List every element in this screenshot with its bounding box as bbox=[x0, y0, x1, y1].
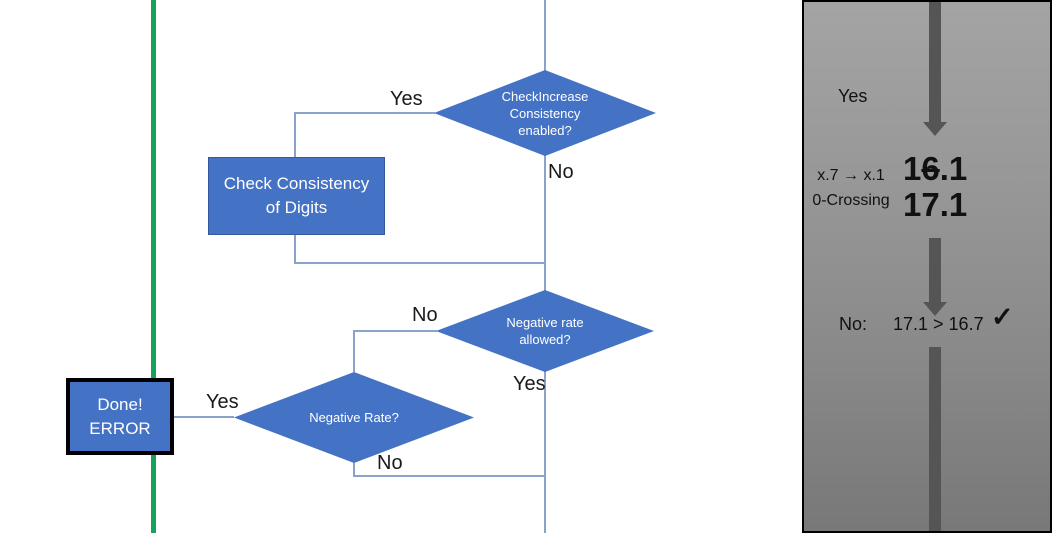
connector-down-to-process bbox=[294, 112, 296, 157]
label-yes-bottom: Yes bbox=[206, 391, 239, 413]
down-arrow-1-head-icon bbox=[923, 122, 947, 136]
value-comparison-block: 16.1 17.1 bbox=[903, 151, 967, 223]
old-value: 16.1 bbox=[903, 150, 968, 187]
new-value: 17.1 bbox=[903, 186, 968, 223]
terminal-done-error-box: Done! ERROR bbox=[66, 378, 174, 455]
connector-process-down bbox=[294, 235, 296, 264]
connector-down-to-negative-rate bbox=[353, 330, 355, 372]
down-arrow-2-shaft bbox=[929, 238, 941, 302]
terminal-done-error-text: Done! ERROR bbox=[89, 394, 151, 438]
connector-yes-to-done bbox=[174, 416, 234, 418]
down-arrow-1-shaft bbox=[929, 2, 941, 122]
decision-negative-rate: Negative Rate? bbox=[234, 372, 474, 463]
result-comparison: 17.1 > 16.7 bbox=[893, 314, 984, 334]
process-check-consistency-text: Check Consistency of Digits bbox=[223, 174, 370, 217]
decision-negative-rate-allowed: Negative rate allowed? bbox=[436, 290, 654, 372]
decision-checkincrease-text: CheckIncrease Consistency enabled? bbox=[501, 88, 589, 138]
flow-line-continuation bbox=[929, 347, 941, 531]
decision-negative-rate-text: Negative Rate? bbox=[309, 410, 399, 425]
main-flow-line bbox=[544, 0, 546, 533]
label-yes-top: Yes bbox=[390, 88, 423, 110]
label-no-top: No bbox=[548, 161, 574, 183]
process-check-consistency-box: Check Consistency of Digits bbox=[208, 157, 385, 235]
green-guide-line bbox=[151, 0, 156, 533]
label-no-mid: No bbox=[412, 304, 438, 326]
decision-negative-rate-allowed-text: Negative rate allowed? bbox=[506, 315, 584, 347]
label-no-bottom: No bbox=[377, 452, 403, 474]
connector-no-to-mainline bbox=[353, 475, 546, 477]
mapping-text: x.7 → x.1 0-Crossing bbox=[812, 167, 890, 209]
connector-negative-rate-down bbox=[353, 463, 355, 477]
struck-digit: 6 bbox=[921, 150, 940, 187]
explanation-panel: Yes x.7 → x.1 0-Crossing 16.1 17.1 No: 1… bbox=[802, 0, 1052, 533]
panel-yes-label: Yes bbox=[838, 86, 868, 106]
decision-checkincrease-consistency: CheckIncrease Consistency enabled? bbox=[434, 70, 656, 156]
down-arrow-2-head-icon bbox=[923, 302, 947, 316]
connector-yes-to-process bbox=[294, 112, 435, 114]
connector-process-to-mainline bbox=[294, 262, 546, 264]
label-yes-mid: Yes bbox=[513, 373, 546, 395]
connector-no-to-left bbox=[353, 330, 437, 332]
checkmark-icon: ✓ bbox=[991, 302, 1014, 332]
result-no-label: No: bbox=[839, 314, 868, 334]
